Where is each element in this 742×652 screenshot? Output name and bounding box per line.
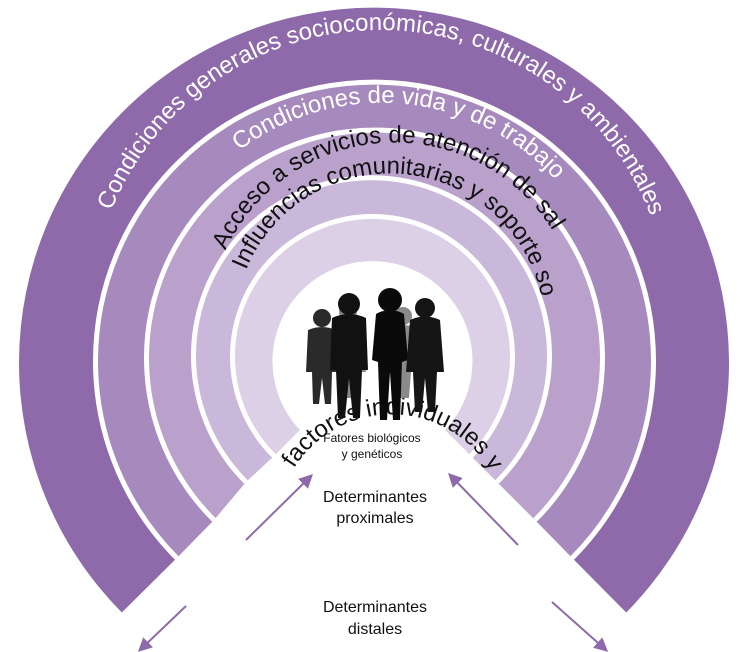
proximal-label-line1: Determinantes	[323, 489, 427, 506]
arrow-inner-left	[245, 474, 313, 541]
business-people-silhouette-icon	[306, 288, 444, 420]
band-separators	[93, 79, 656, 560]
band-community	[193, 177, 550, 482]
proximal-label-line2: proximales	[336, 510, 413, 527]
center-label-line1: Fatores biológicos	[323, 431, 420, 445]
band-outer	[19, 7, 730, 613]
arrow-inner-right	[448, 472, 519, 546]
band-health-services	[146, 130, 603, 520]
distal-label-line2: distales	[348, 621, 402, 638]
band-living-working	[95, 82, 654, 558]
center-label-line2: y genéticos	[342, 447, 403, 461]
arrow-outer-left	[137, 605, 187, 652]
distal-label-line1: Determinantes	[323, 599, 427, 616]
arrows	[137, 472, 609, 652]
arrow-outer-right	[551, 601, 609, 652]
band-individual	[232, 216, 513, 456]
